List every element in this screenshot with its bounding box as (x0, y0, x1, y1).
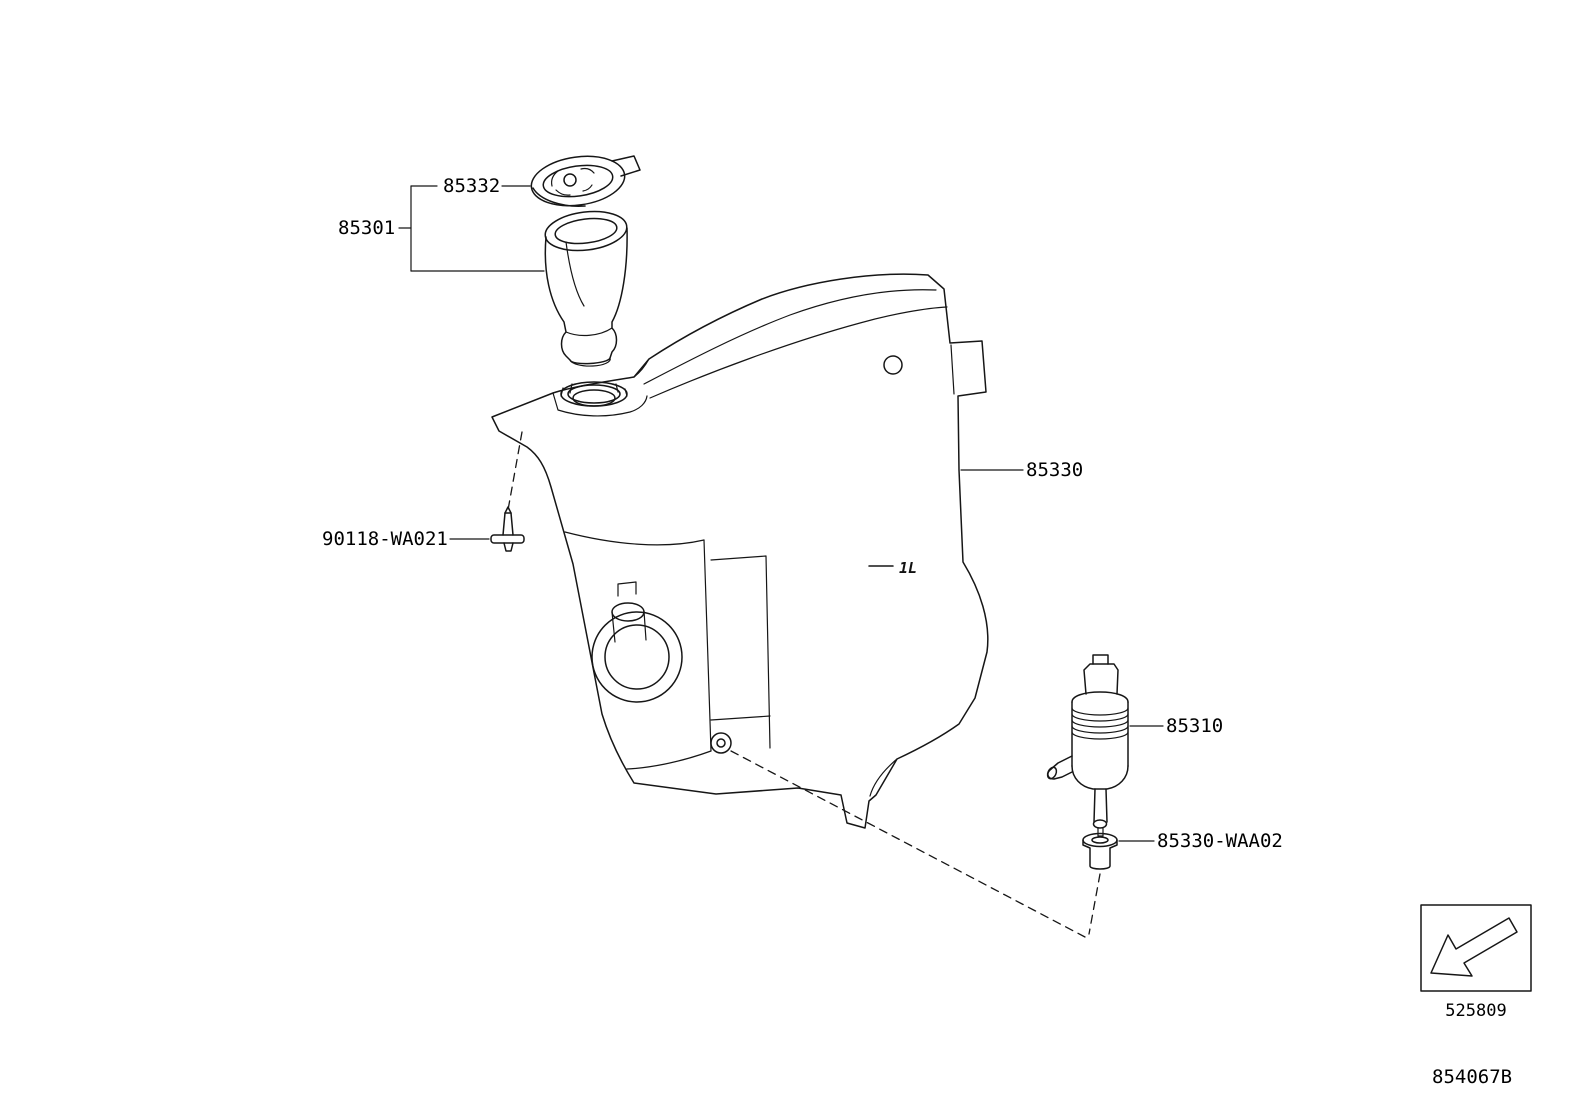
leader-lines (398, 185, 1164, 842)
part-label-screw[interactable]: 90118-WA021 (322, 528, 448, 550)
tank-inlet-drawing (560, 381, 628, 407)
assembly-dashed-lines (507, 431, 1101, 938)
tank-capacity-marking: 1L (899, 559, 917, 577)
washer-spray-icon (563, 173, 577, 187)
part-label-jar-assy[interactable]: 85301 (338, 217, 396, 239)
part-label-jar[interactable]: 85330 (1026, 459, 1084, 481)
washer-cap-drawing (530, 155, 641, 207)
part-label-pump[interactable]: 85310 (1166, 715, 1224, 737)
part-label-cap[interactable]: 85332 (443, 175, 501, 197)
washer-pump-drawing (1046, 654, 1129, 837)
filler-neck-drawing (544, 210, 628, 367)
grommet-drawing (1082, 832, 1118, 870)
direction-arrow-box (1420, 904, 1532, 992)
washer-tank-drawing: 1L (491, 273, 989, 829)
arrow-box-code: 525809 (1445, 1001, 1507, 1021)
screw-drawing (490, 506, 525, 552)
figure-number: 854067B (1432, 1066, 1513, 1088)
part-label-packing[interactable]: 85330-WAA02 (1157, 830, 1283, 852)
direction-arrow-icon (1430, 917, 1518, 977)
